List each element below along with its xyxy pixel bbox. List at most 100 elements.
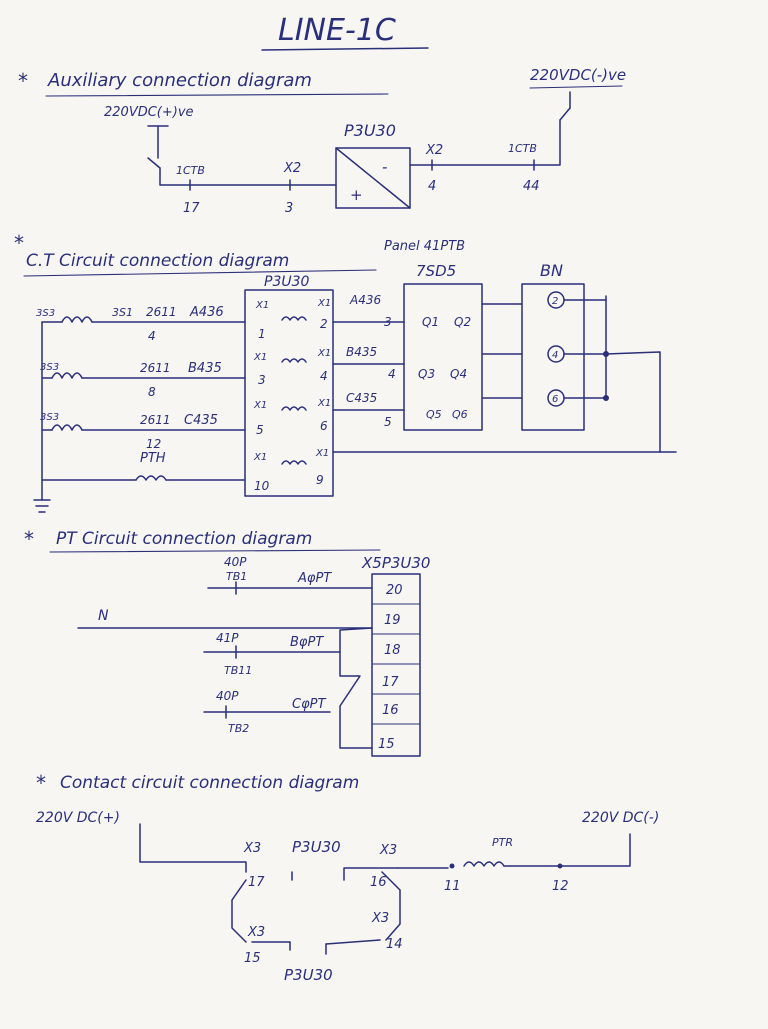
- pt-c-tb-num: 40P: [216, 689, 239, 703]
- aux-relay-box: [335, 147, 411, 209]
- ct-relay-label: P3U30: [264, 274, 310, 290]
- pt-term-16: 16: [382, 703, 399, 718]
- ct-a-term: 3: [384, 315, 392, 329]
- contact-coil: [463, 861, 505, 867]
- pt-c-phase: CφPT: [292, 697, 326, 712]
- pt-term-20: 20: [386, 583, 403, 598]
- earth-icon: [33, 499, 51, 513]
- contact-neg-wire: [559, 833, 631, 867]
- aux-tb-right: 1CTB: [508, 142, 537, 155]
- ct-heading-underline: [23, 269, 377, 277]
- aux-x2-left: X2: [283, 161, 301, 176]
- contact-link-wire: [343, 867, 399, 881]
- pt-term-19: 19: [384, 613, 401, 628]
- pt-c-tb: TB2: [228, 722, 249, 735]
- ct-row-a: [41, 291, 607, 323]
- contact-n14: 14: [386, 937, 403, 952]
- ct-n-pa: 10: [254, 479, 270, 493]
- contact-dot-11: [449, 863, 455, 869]
- ct-bn-label: BN: [540, 261, 563, 280]
- aux-tb-left-num: 17: [183, 201, 200, 216]
- ct-panel-label: Panel 41PTB: [384, 239, 465, 254]
- ct-c-x1b: X1: [317, 398, 331, 409]
- ct-row-n: [41, 451, 677, 481]
- ct-heading-bullet: *: [14, 231, 24, 255]
- ct-row-n-link: [281, 460, 307, 465]
- pt-a-tb-num: 40P: [224, 555, 247, 569]
- contact-left-loop: [231, 879, 247, 943]
- ct-a-x1b: X1: [317, 298, 331, 309]
- aux-tb-right-num: 44: [523, 179, 540, 194]
- ct-c-qb: Q6: [452, 408, 468, 421]
- aux-relay-diagonal: [335, 147, 411, 209]
- aux-switch: [147, 157, 161, 169]
- ct-c-ferrule: C435: [184, 413, 218, 428]
- ct-b-qa: Q3: [418, 367, 435, 381]
- contact-right-loop: [381, 871, 401, 941]
- aux-minus: -: [382, 158, 387, 176]
- ct-b-pb: 4: [320, 369, 328, 383]
- ct-b-qb: Q4: [450, 367, 467, 381]
- pt-heading-underline: [49, 549, 381, 553]
- ct-b-ferrule: B435: [188, 361, 222, 376]
- ct-row-a-link: [281, 316, 307, 321]
- ct-c-mark: 2611: [140, 413, 171, 427]
- contact-n15: 15: [244, 951, 261, 966]
- ct-row-n-coil: [135, 475, 167, 481]
- ct-heading: C.T Circuit connection diagram: [26, 251, 289, 271]
- pt-terminal-block: [371, 573, 421, 757]
- pt-relay-label: X5P3U30: [361, 554, 430, 572]
- pt-b-tb-num: 41P: [216, 631, 239, 645]
- pt-n-label: N: [98, 608, 109, 624]
- ct-a-ferrule: A436: [189, 305, 224, 320]
- contact-x3-a: X3: [243, 841, 261, 856]
- ct-a-core: 3S3: [36, 308, 55, 319]
- aux-tb-left: 1CTB: [176, 164, 205, 177]
- ct-row-c: [41, 389, 607, 431]
- ct-c-lbl: C435: [346, 391, 377, 405]
- ct-c-node: 6: [552, 394, 558, 405]
- ct-row-b: [41, 345, 607, 379]
- pt-neutral-link: [339, 627, 373, 749]
- aux-heading: Auxiliary connection diagram: [47, 70, 312, 91]
- pt-heading-bullet: *: [24, 527, 34, 551]
- ct-coil-c: [51, 424, 83, 431]
- page-title: LINE-1C: [278, 13, 396, 48]
- ct-a-s1: 3S1: [112, 306, 133, 319]
- pt-a-phase: AφPT: [297, 571, 332, 586]
- ct-b-x1b: X1: [317, 348, 331, 359]
- pt-term-15: 15: [378, 737, 395, 752]
- ct-c-pa: 5: [256, 423, 264, 437]
- aux-plus: +: [350, 186, 363, 204]
- ct-star-dot-2: [603, 395, 609, 401]
- contact-n12: 12: [552, 879, 569, 894]
- contact-x3-c: X3: [247, 925, 265, 940]
- aux-dc-pos-label: 220VDC(+)ve: [104, 105, 194, 120]
- ct-b-mark-num: 8: [148, 385, 156, 399]
- ct-b-mark: 2611: [140, 361, 171, 375]
- aux-x2-right: X2: [425, 143, 443, 158]
- ct-n-x1b: X1: [315, 448, 329, 459]
- ct-coil-a: [61, 316, 93, 323]
- ct-c-qa: Q5: [426, 408, 442, 421]
- contact-dot-12: [557, 863, 563, 869]
- aux-x2-left-num: 3: [285, 201, 293, 216]
- ct-c-x1a: X1: [253, 400, 267, 411]
- ct-b-lbl: B435: [346, 345, 377, 359]
- ct-b-x1a: X1: [253, 352, 267, 363]
- aux-relay-label: P3U30: [344, 121, 396, 140]
- contact-x3-b: X3: [379, 843, 397, 858]
- ct-coil-b: [51, 372, 83, 379]
- contact-heading-bullet: *: [36, 771, 46, 795]
- ct-a-mark-num: 4: [148, 329, 156, 343]
- ct-device-label: 7SD5: [416, 262, 456, 280]
- title-underline: [261, 47, 429, 51]
- ct-c-core: 3S3: [40, 412, 59, 423]
- ct-b-core: 3S3: [40, 362, 59, 373]
- ct-c-mark-num: 12: [146, 437, 161, 451]
- aux-dc-neg-label: 220VDC(-)ve: [530, 66, 626, 84]
- aux-x2-right-num: 4: [428, 179, 436, 194]
- ct-row-c-link: [281, 406, 307, 411]
